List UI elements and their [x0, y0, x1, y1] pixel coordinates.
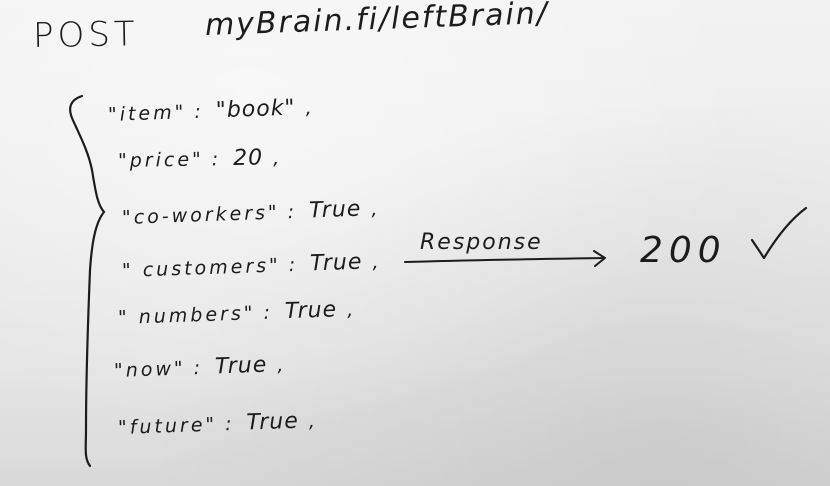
request-url: myBrain.fi/leftBrain/ — [204, 0, 550, 43]
body-key: " customers" — [121, 254, 282, 282]
left-curly-brace-icon — [69, 94, 106, 468]
body-line-now: "now": True, — [114, 352, 287, 383]
body-value: True — [284, 297, 338, 325]
body-key: "item" — [107, 101, 187, 126]
body-colon: : — [287, 200, 298, 224]
body-line-future: "future": True, — [118, 408, 319, 440]
body-comma: , — [370, 197, 381, 221]
body-value: True — [308, 196, 362, 224]
body-key: "co-workers" — [121, 201, 281, 229]
body-line-customers: " customers": True, — [122, 249, 382, 283]
checkmark-icon — [750, 206, 808, 260]
body-colon: : — [193, 100, 205, 123]
body-value: "book" — [215, 95, 297, 124]
body-comma: , — [305, 96, 316, 120]
http-method: POST — [32, 14, 139, 56]
body-colon: : — [211, 148, 222, 171]
body-line-numbers: " numbers": True, — [118, 297, 357, 330]
body-colon: : — [263, 301, 274, 324]
body-line-price: "price":20, — [118, 145, 283, 173]
body-value: True — [246, 408, 300, 436]
body-value: 20 — [232, 145, 264, 171]
body-value: True — [309, 249, 363, 277]
body-comma: , — [276, 353, 287, 377]
body-key: "now" — [113, 357, 187, 382]
body-comma: , — [308, 410, 319, 433]
body-key: "future" — [117, 413, 218, 439]
body-colon: : — [224, 412, 235, 436]
response-label: Response — [420, 230, 543, 255]
body-colon: : — [193, 356, 204, 380]
body-comma: , — [272, 147, 283, 170]
body-key: " numbers" — [117, 302, 256, 329]
status-code: 200 — [640, 230, 727, 271]
body-line-item: "item": "book", — [108, 95, 315, 127]
body-comma: , — [372, 250, 382, 274]
body-value: True — [214, 352, 268, 380]
body-line-co-workers: "co-workers": True, — [122, 196, 381, 230]
body-key: "price" — [117, 148, 204, 172]
body-colon: : — [288, 253, 299, 277]
body-comma: , — [346, 298, 357, 321]
